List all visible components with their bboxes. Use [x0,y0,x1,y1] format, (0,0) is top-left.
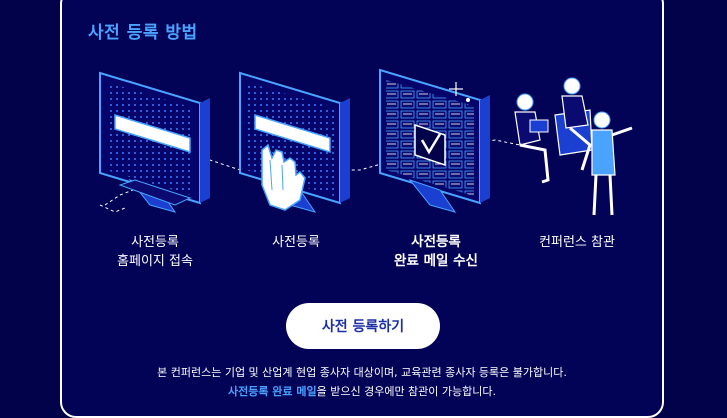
step-3-label: 사전등록 완료 메일 수신 [394,234,478,269]
email-requirement-highlight: 사전등록 완료 메일 [227,385,317,398]
pre-register-button[interactable]: 사전 등록하기 [286,303,440,349]
step-4-label: 컨퍼런스 참관 [539,235,615,250]
monitor-icon [99,71,210,213]
step-1-label: 사전등록 홈페이지 접속 [117,235,193,269]
step-2-label: 사전등록 [272,235,320,250]
people-icon [514,77,633,216]
pointing-hand-icon [261,143,306,211]
monitor-icon [379,68,490,213]
registration-steps-illustration [99,68,633,216]
section-title: 사전 등록 방법 [88,23,198,43]
eligibility-note: 본 컨퍼런스는 기업 및 산업계 현업 종사자 대상이며, 교육관련 종사자 등… [157,366,567,379]
checkmark-icon [420,133,442,155]
email-requirement-note: 사전등록 완료 메일을 받으신 경우에만 참관이 가능합니다. [227,385,497,398]
